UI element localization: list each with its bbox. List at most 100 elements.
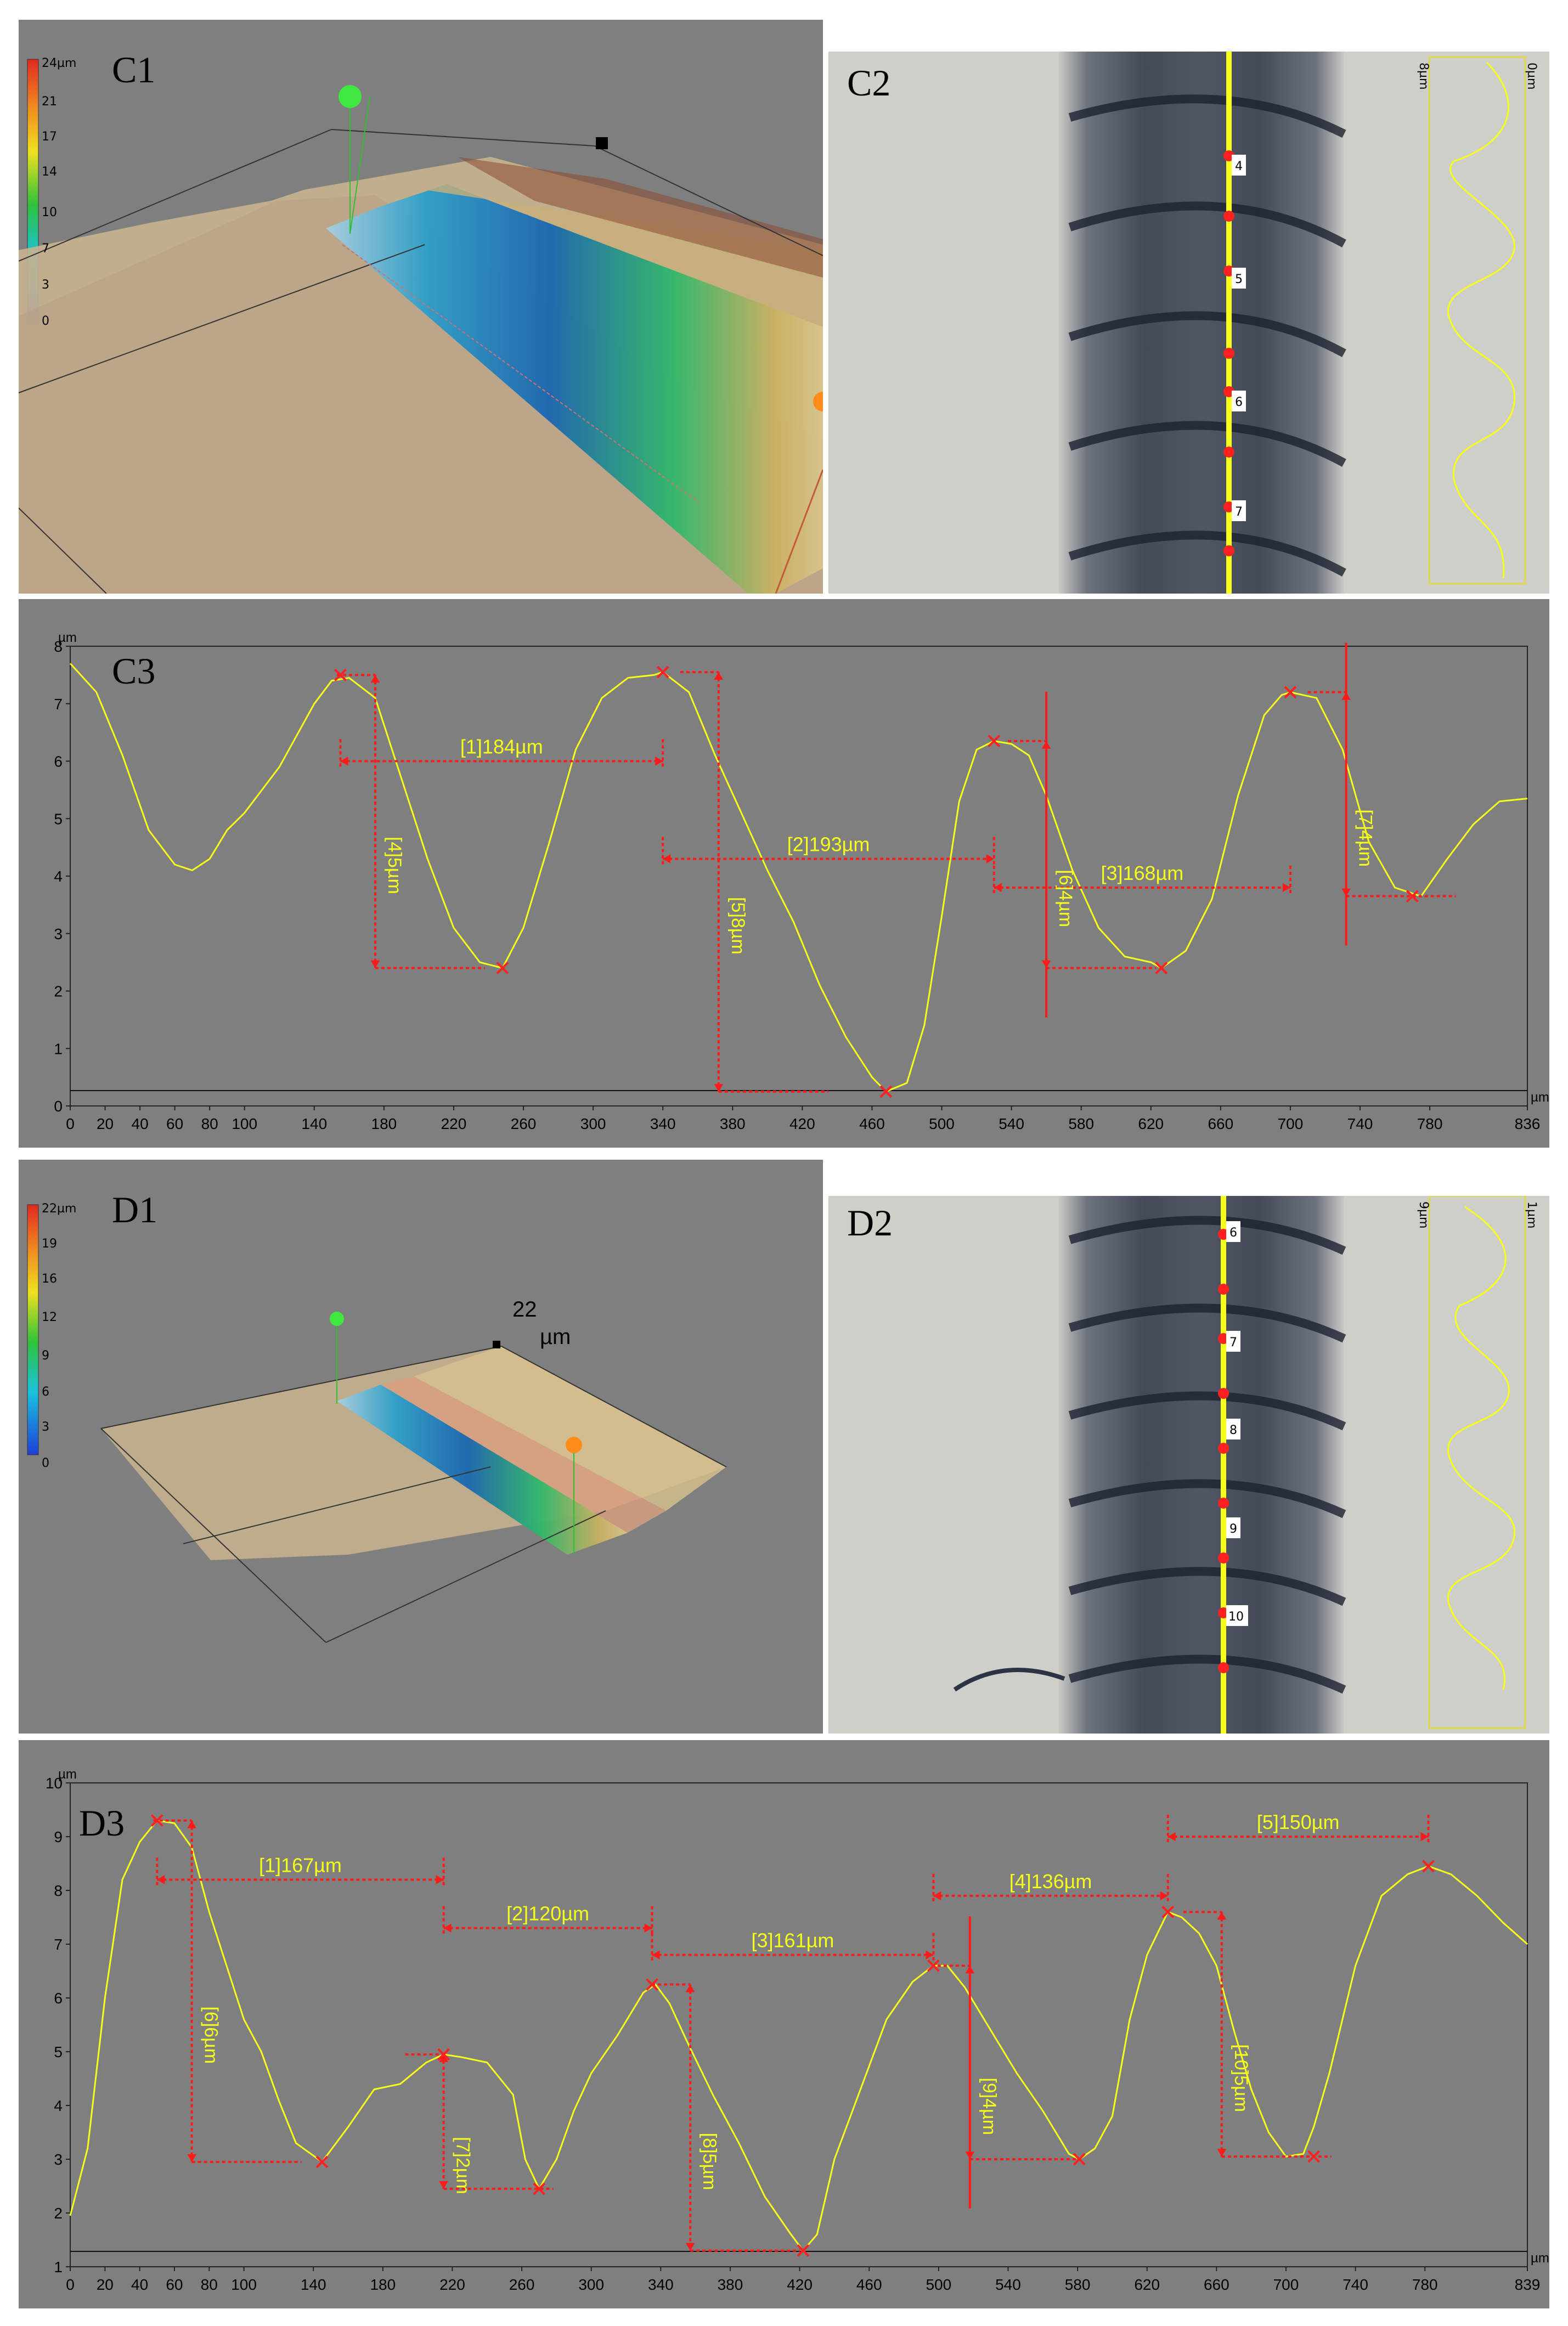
measure-arrowhead	[663, 854, 671, 863]
measure-arrowhead	[1167, 1832, 1176, 1842]
c1-surface-render	[19, 59, 823, 594]
profile-point-marker	[879, 1085, 893, 1098]
measure-arrowhead	[340, 756, 348, 766]
x-tick-label: 420	[789, 1115, 815, 1132]
x-tick-label: 40	[132, 1115, 149, 1132]
x-tick-label: 220	[439, 2276, 465, 2293]
d2-marker-label: 7	[1229, 1336, 1237, 1350]
x-tick-label: 380	[718, 2276, 743, 2293]
d1-scale-tick: 0	[42, 1456, 49, 1470]
y-tick-label: 4	[54, 868, 63, 885]
measure-arrowhead	[443, 1923, 452, 1933]
panel-label: C3	[112, 650, 156, 692]
probe-handle-orange	[566, 1437, 582, 1453]
vertical-measure-label: [5]8µm	[727, 897, 748, 955]
profile-point-marker	[150, 1814, 163, 1827]
x-tick-label: 0	[66, 2276, 75, 2293]
d1-height-value: 22	[512, 1297, 537, 1322]
horizontal-measure-label: [4]136µm	[1009, 1870, 1092, 1893]
measure-arrowhead	[1420, 1832, 1429, 1842]
panel-label: D1	[112, 1189, 158, 1230]
c1-scale-tick: 24µm	[42, 57, 76, 70]
profile-line	[69, 663, 1528, 1093]
c1-scale-tick: 10	[42, 206, 57, 219]
horizontal-measure-label: [3]161µm	[752, 1929, 834, 1952]
horizontal-measure-label: [1]167µm	[259, 1854, 342, 1876]
profile-point-marker	[1155, 962, 1168, 975]
probe-handle-green	[330, 1312, 344, 1326]
x-tick-label: 80	[201, 1115, 218, 1132]
d1-colorbar-labels: 22µm 19 16 12 9 6 3 0	[42, 1202, 76, 1470]
measure-arrowhead	[965, 1966, 975, 1974]
x-tick-label: 180	[370, 2276, 396, 2293]
panel-label: D2	[847, 1202, 893, 1244]
y-tick-label: 6	[54, 753, 63, 770]
x-tick-label: 300	[580, 1115, 606, 1132]
measure-arrowhead	[1217, 2149, 1227, 2157]
profile-point-marker	[646, 1978, 658, 1991]
measure-arrowhead	[436, 1875, 444, 1884]
corner-marker	[493, 1341, 500, 1348]
measure-arrowhead	[1160, 1891, 1168, 1901]
measure-arrowhead	[1341, 888, 1351, 896]
measure-arrowhead	[685, 1984, 695, 1992]
plot-frame	[70, 646, 1528, 1106]
c1-scale-tick: 21	[42, 95, 57, 109]
x-tick-label: 740	[1347, 1115, 1373, 1132]
x-tick-label: 260	[511, 1115, 537, 1132]
panel-d1: 22µm 19 16 12 9 6 3 0 22 µm D1	[19, 1160, 823, 1734]
measure-arrowhead	[644, 1923, 652, 1933]
x-tick-label: 540	[999, 1115, 1024, 1132]
x-tick-label: 660	[1208, 1115, 1233, 1132]
profile-point-marker	[797, 2244, 810, 2257]
measure-arrowhead	[439, 2054, 449, 2062]
profile-point-marker	[334, 668, 347, 681]
y-tick-label: 9	[54, 1828, 63, 1845]
profile-point-marker	[656, 665, 669, 679]
x-tick-label: 20	[97, 2276, 114, 2293]
x-tick-label: 220	[441, 1115, 467, 1132]
vertical-measure-label: [6]6µm	[201, 2006, 222, 2064]
x-tick-label: 0	[66, 1115, 75, 1132]
profile-line	[69, 1819, 1528, 2252]
x-tick-label: 180	[371, 1115, 397, 1132]
measure-arrowhead	[714, 1083, 724, 1092]
y-tick-label: 10	[46, 1775, 63, 1792]
x-tick-label: 740	[1343, 2276, 1368, 2293]
y-tick-label: 0	[54, 1098, 63, 1115]
y-tick-label: 2	[54, 2205, 63, 2222]
profile-point-marker	[1161, 1905, 1175, 1918]
x-tick-label: 60	[166, 1115, 183, 1132]
horizontal-measure-label: [3]168µm	[1101, 862, 1183, 884]
profile-point-marker	[1307, 2150, 1321, 2163]
measure-arrowhead	[965, 2152, 975, 2159]
c1-scale-tick: 3	[42, 278, 49, 292]
c2-profile-top-label: 0µm	[1525, 63, 1538, 89]
x-tick-label: 540	[995, 2276, 1021, 2293]
x-tick-label: 620	[1134, 2276, 1160, 2293]
d1-scale-tick: 22µm	[42, 1202, 76, 1216]
y-tick-label: 3	[54, 925, 63, 942]
y-tick-label: 8	[54, 1882, 63, 1899]
y-tick-label: 7	[54, 1936, 63, 1953]
d2-micrograph: 6 7 8 9 10 9µm 1µm	[828, 1196, 1549, 1734]
measure-arrowhead	[986, 854, 994, 863]
x-tick-label: 80	[201, 2276, 218, 2293]
x-tick-label: 660	[1204, 2276, 1229, 2293]
y-tick-label: 1	[54, 1040, 63, 1057]
x-tick-label: 140	[301, 1115, 327, 1132]
x-tick-label: 580	[1065, 2276, 1091, 2293]
horizontal-measure-label: [5]150µm	[1257, 1811, 1340, 1833]
y-tick-label: 6	[54, 1990, 63, 2007]
horizontal-measure-label: [2]193µm	[787, 833, 870, 856]
profile-point-marker	[1284, 686, 1297, 699]
profile-point-marker	[496, 962, 509, 975]
d1-height-unit: µm	[540, 1325, 571, 1349]
plot-frame	[70, 1782, 1528, 2267]
y-tick-label: 4	[54, 2097, 63, 2114]
corner-marker	[596, 137, 608, 149]
d2-profile-top-label: 1µm	[1525, 1201, 1538, 1228]
